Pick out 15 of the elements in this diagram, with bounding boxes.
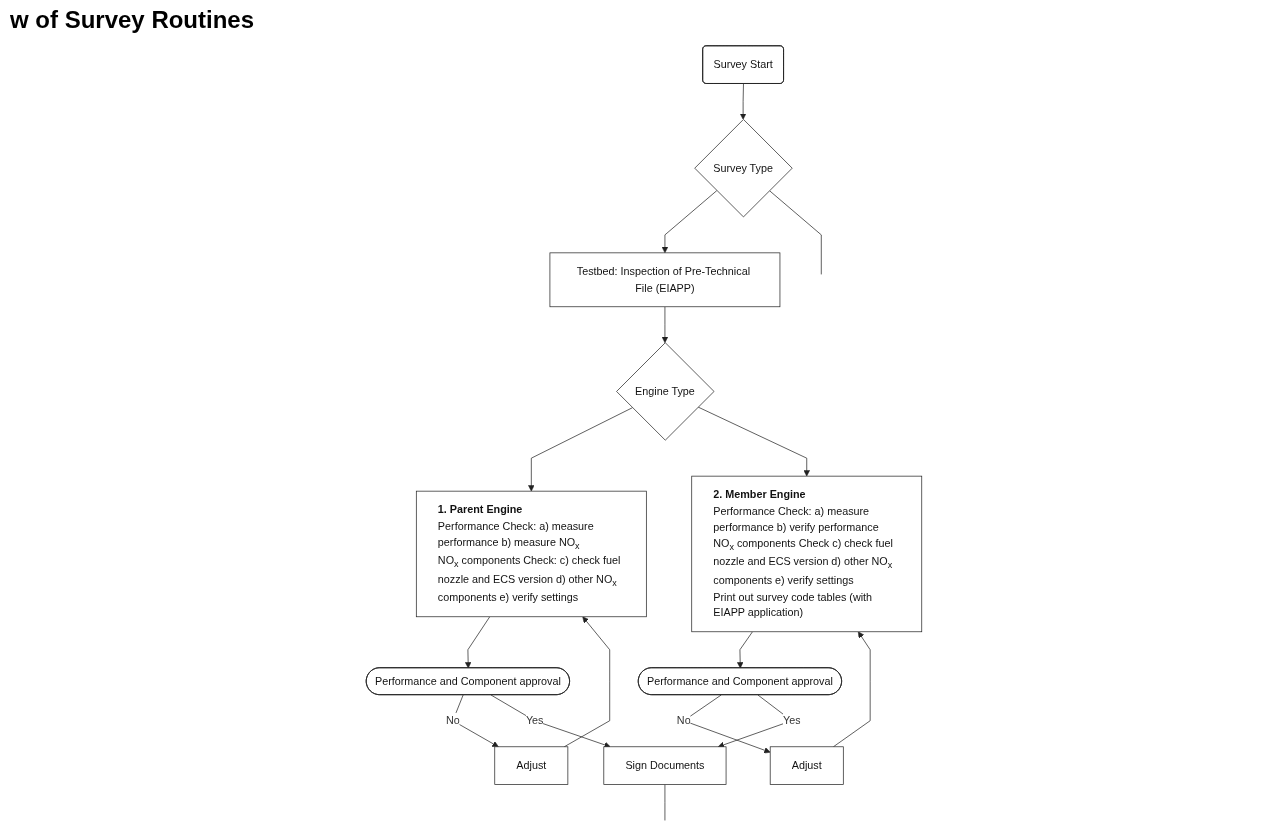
node-box: 1. Parent Engine Performance Check: a) measure performance b) measure NO$_{x}$ NO$_{x}$ components Check: c) check fuel nozzle and ECS version d) other NO$_{x}$ components e) verify settings xyxy=(415,490,647,618)
edge-label: Yes xyxy=(782,714,801,727)
node-box: Sign Documents xyxy=(603,746,727,785)
diagram-title: w of Survey Routines xyxy=(9,5,256,35)
node-diamond: Engine Type xyxy=(616,342,715,441)
connector xyxy=(664,784,666,821)
edge-label: No xyxy=(445,714,460,727)
node-box: Adjust xyxy=(769,746,844,785)
edge-label: Yes xyxy=(525,714,544,727)
node-box: Testbed: Inspection of Pre-Technical File (EIAPP) xyxy=(549,252,781,308)
node-diamond: Survey Type xyxy=(694,119,793,218)
node-box: 2. Member Engine Performance Check: a) measure performance b) verify performance NO$_{x}$ components Check c) check fuel nozzle and ECS version d) other NO$_{x}$ components e) verify settings Print out survey code tables (with EIAPP application) xyxy=(691,475,923,633)
node-box: Adjust xyxy=(494,746,569,785)
connector xyxy=(769,190,822,275)
edge-label: No xyxy=(676,714,691,727)
